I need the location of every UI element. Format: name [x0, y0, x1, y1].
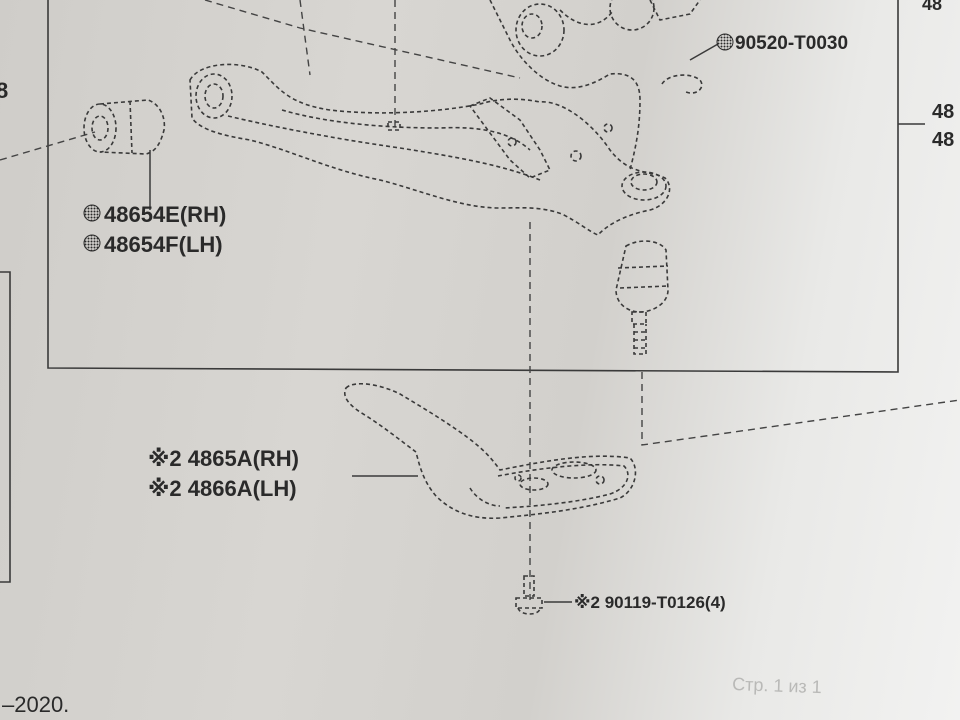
knuckle-bushing-upper	[515, 3, 565, 57]
top-bracket-right	[649, 0, 701, 21]
cover-part	[344, 382, 637, 520]
bolt-part	[515, 575, 543, 615]
dot-pattern-icon	[716, 33, 734, 51]
clip-ring	[661, 74, 703, 94]
center-marker	[387, 121, 401, 131]
label-cover-rh: ※2 4865A(RH)	[148, 446, 299, 471]
label-bushing-lh: 48654F(LH)	[104, 232, 223, 257]
top-bushing-right	[609, 0, 655, 31]
knuckle-lower-bushing	[621, 171, 667, 201]
lower-control-arm	[189, 63, 671, 236]
dashed-line-top	[204, 0, 521, 79]
knuckle-bushing-upper-inner	[521, 13, 543, 39]
footer-page-faint: Стр. 1 из 1	[732, 674, 822, 697]
label-clip: 90520-T0030	[735, 33, 848, 54]
arm-bolt-3	[603, 123, 613, 133]
arm-front-eye	[195, 73, 233, 119]
clip-leader	[689, 43, 719, 61]
knuckle-bracket	[489, 0, 641, 171]
dashed-line-balljoint	[641, 372, 960, 446]
arm-bolt-1	[507, 137, 517, 147]
dashed-line-left	[0, 131, 96, 161]
dot-pattern-icon	[83, 204, 101, 222]
arm-bolt-2	[570, 150, 582, 162]
arm-rib-1	[227, 115, 541, 181]
arm-bracket	[468, 97, 552, 179]
label-edge-top-right: 48	[922, 0, 942, 14]
knuckle-lower-bushing-inner	[630, 173, 658, 191]
label-edge-right-1: 48	[932, 101, 954, 123]
bushing-part	[83, 99, 166, 155]
ball-joint-part	[615, 240, 669, 355]
label-bolt: ※2 90119-T0126(4)	[574, 593, 726, 612]
footer-year: –2020.	[2, 692, 69, 717]
top-bracket-arc	[559, 9, 613, 26]
dashed-line-ctr2	[299, 0, 311, 76]
dot-pattern-icon	[83, 234, 101, 252]
arm-rib-2	[281, 109, 531, 151]
label-edge-left: 8	[0, 78, 8, 103]
label-edge-right-2: 48	[932, 129, 954, 151]
label-cover-lh: ※2 4866A(LH)	[148, 476, 297, 501]
label-bushing-rh: 48654E(RH)	[104, 202, 226, 227]
left-frame	[0, 271, 11, 583]
arm-front-eye-inner	[204, 83, 224, 109]
main-frame	[47, 0, 899, 373]
